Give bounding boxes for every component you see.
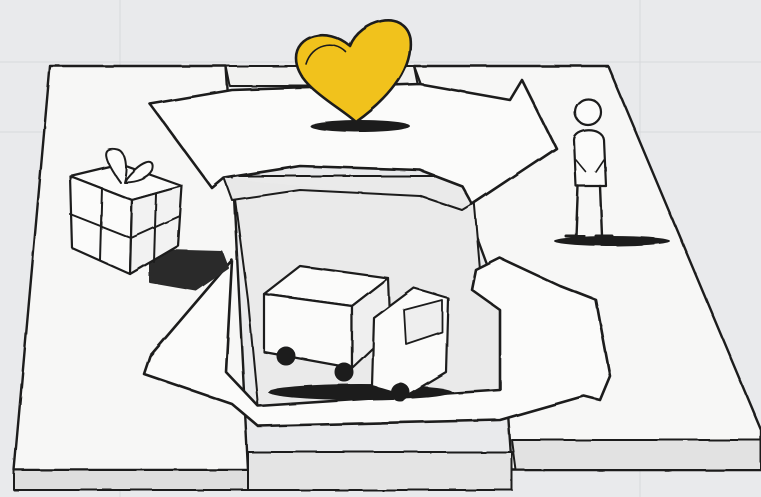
- sketch-canvas: [0, 0, 761, 497]
- business-model-sketch: [0, 0, 761, 497]
